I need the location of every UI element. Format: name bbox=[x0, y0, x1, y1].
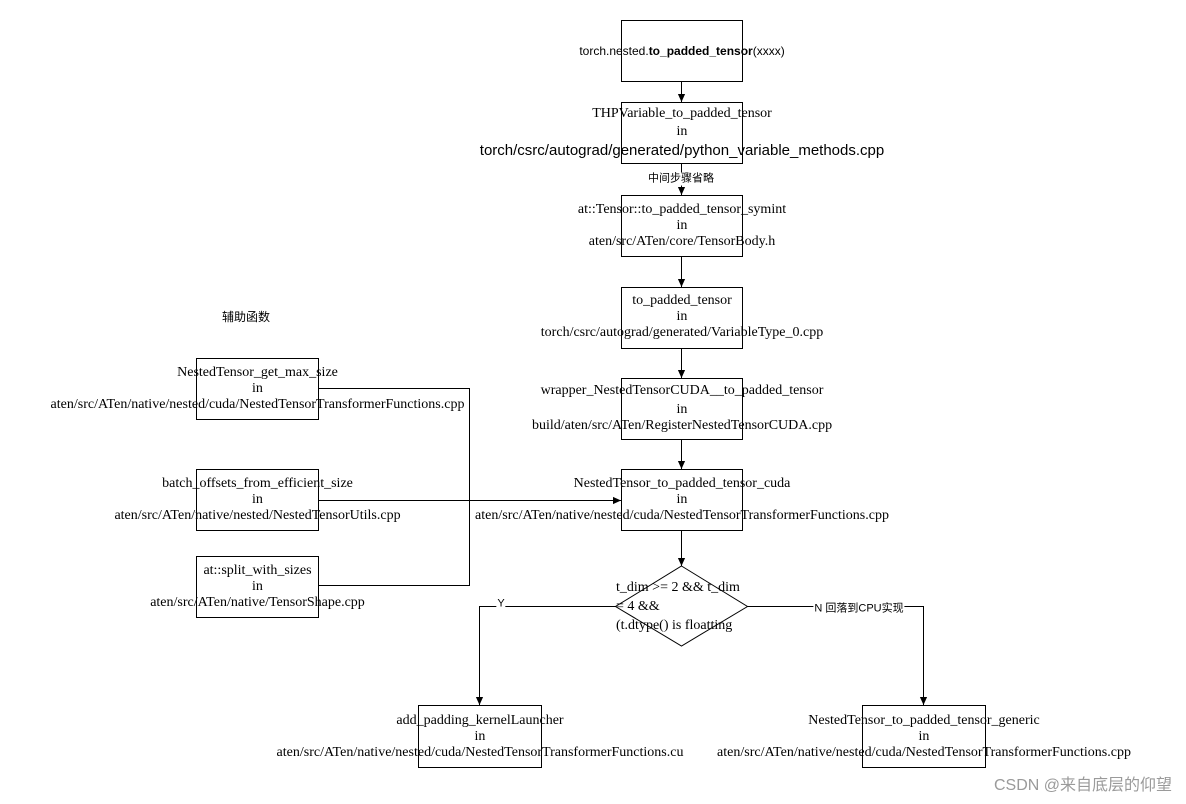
source-file: aten/src/ATen/native/nested/cuda/NestedT… bbox=[475, 508, 889, 523]
arrow-decision-no-branch bbox=[747, 606, 928, 705]
entry-call-prefix: torch.nested. bbox=[579, 44, 649, 58]
source-file: build/aten/src/ATen/RegisterNestedTensor… bbox=[531, 418, 833, 433]
node-tensor-method: at::Tensor::to_padded_tensor_symint in a… bbox=[578, 195, 786, 257]
function-name: batch_offsets_from_efficient_size bbox=[162, 476, 353, 491]
in-label: in bbox=[252, 492, 263, 507]
entry-call-suffix: (xxxx) bbox=[752, 44, 785, 58]
decision-diamond bbox=[614, 565, 749, 647]
function-name: NestedTensor_to_padded_tensor_cuda bbox=[573, 476, 791, 491]
node-cpu-fallback: NestedTensor_to_padded_tensor_generic in… bbox=[717, 705, 1131, 768]
source-file: aten/src/ATen/native/nested/NestedTensor… bbox=[114, 508, 401, 523]
decision-condition-line: t_dim >= 2 && t_dim bbox=[616, 580, 740, 595]
no-branch-label: N 回落到CPU实现 bbox=[813, 602, 905, 616]
function-name: THPVariable_to_padded_tensor bbox=[592, 106, 772, 121]
function-name: NestedTensor_to_padded_tensor_generic bbox=[808, 713, 1040, 728]
in-label: in bbox=[676, 402, 688, 417]
decision-condition-line: = 4 && bbox=[616, 599, 660, 614]
node-kernel-launcher: add_padding_kernelLauncher in aten/src/A… bbox=[277, 705, 683, 768]
helper-bracket-line bbox=[319, 388, 470, 586]
helper-node-batch-offsets: batch_offsets_from_efficient_size in ate… bbox=[114, 469, 401, 531]
source-file: aten/src/ATen/native/nested/cuda/NestedT… bbox=[50, 397, 465, 412]
node-cuda-implementation: NestedTensor_to_padded_tensor_cuda in at… bbox=[475, 469, 889, 531]
decision-condition: t_dim >= 2 && t_dim = 4 && (t.dtype() is… bbox=[616, 578, 740, 635]
source-file: aten/src/ATen/native/nested/cuda/NestedT… bbox=[717, 745, 1131, 760]
entry-call-function: to_padded_tensor bbox=[648, 44, 753, 58]
entry-call-text: torch.nested.to_padded_tensor(xxxx) bbox=[579, 44, 784, 58]
in-label: in bbox=[252, 579, 263, 594]
function-name: NestedTensor_get_max_size bbox=[177, 365, 338, 380]
in-label: in bbox=[676, 309, 688, 324]
node-autograd-variable-type: to_padded_tensor in torch/csrc/autograd/… bbox=[541, 287, 823, 349]
function-name: to_padded_tensor bbox=[632, 293, 732, 308]
node-cuda-dispatch-wrapper: wrapper_NestedTensorCUDA__to_padded_tens… bbox=[532, 378, 832, 440]
source-file: aten/src/ATen/native/nested/cuda/NestedT… bbox=[276, 745, 684, 760]
source-file: torch/csrc/autograd/generated/python_var… bbox=[479, 142, 885, 159]
node-python-binding: THPVariable_to_padded_tensor in torch/cs… bbox=[480, 102, 884, 164]
node-entry-call: torch.nested.to_padded_tensor(xxxx) bbox=[579, 20, 785, 82]
decision-condition-line: (t.dtype() is floatting bbox=[616, 618, 733, 633]
in-label: in bbox=[252, 381, 263, 396]
skipped-steps-label: 中间步骤省略 bbox=[647, 172, 715, 186]
in-label: in bbox=[676, 124, 688, 139]
in-label: in bbox=[918, 729, 930, 744]
function-name: at::split_with_sizes bbox=[203, 563, 312, 578]
helper-node-split-with-sizes: at::split_with_sizes in aten/src/ATen/na… bbox=[150, 556, 365, 618]
in-label: in bbox=[676, 492, 688, 507]
source-file: aten/src/ATen/core/TensorBody.h bbox=[588, 234, 776, 249]
in-label: in bbox=[676, 218, 688, 233]
helpers-title: 辅助函数 bbox=[221, 310, 271, 324]
in-label: in bbox=[474, 729, 486, 744]
arrow-decision-yes-branch bbox=[475, 606, 616, 705]
yes-branch-label: Y bbox=[496, 597, 506, 611]
watermark: CSDN @来自底层的仰望 bbox=[993, 777, 1172, 794]
helper-node-get-max-size: NestedTensor_get_max_size in aten/src/AT… bbox=[51, 358, 464, 420]
function-name: add_padding_kernelLauncher bbox=[396, 713, 564, 728]
function-name: wrapper_NestedTensorCUDA__to_padded_tens… bbox=[540, 383, 824, 398]
source-file: aten/src/ATen/native/TensorShape.cpp bbox=[150, 595, 365, 610]
function-name: at::Tensor::to_padded_tensor_symint bbox=[577, 202, 787, 217]
source-file: torch/csrc/autograd/generated/VariableTy… bbox=[540, 325, 824, 340]
